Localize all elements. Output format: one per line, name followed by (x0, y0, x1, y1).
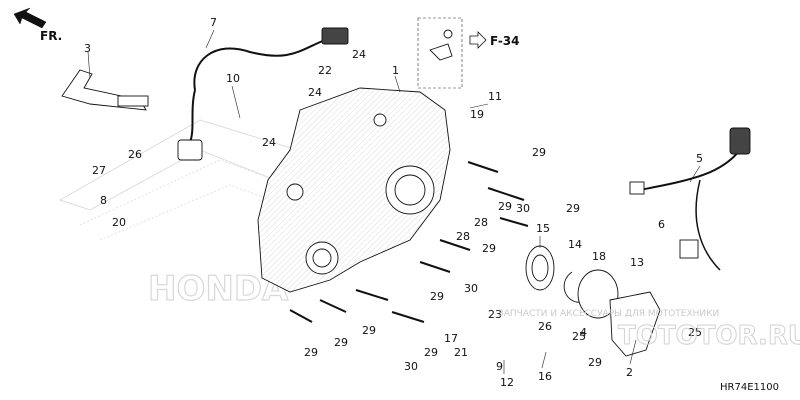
callout-2: 2 (626, 366, 633, 379)
callout-24c: 24 (262, 136, 276, 149)
callout-24a: 24 (352, 48, 366, 61)
reference-f34: F-34 (417, 17, 520, 89)
callout-4: 4 (580, 326, 587, 339)
callout-30b: 30 (464, 282, 478, 295)
sensor-harness-7 (177, 27, 349, 161)
bearing (525, 245, 555, 291)
callout-29a: 29 (532, 146, 546, 159)
callout-30a: 30 (516, 202, 530, 215)
callout-labels: 1 2 3 4 5 6 7 8 9 10 11 12 13 14 15 16 1… (84, 16, 703, 389)
connector-icon (321, 27, 349, 45)
front-arrow-icon (13, 7, 47, 29)
cover-plate (609, 291, 661, 357)
callout-8: 8 (100, 194, 107, 207)
callout-20: 20 (112, 216, 126, 229)
reference-box (417, 17, 463, 89)
bolt-set (289, 161, 529, 323)
watermark-caption: ЗАПЧАСТИ И АКСЕССУАРЫ ДЛЯ МОТОТЕХНИКИ (498, 309, 719, 319)
callout-29i: 29 (424, 346, 438, 359)
callout-1: 1 (392, 64, 399, 77)
callout-29j: 29 (588, 356, 602, 369)
callout-11: 11 (488, 90, 502, 103)
callout-30c: 30 (404, 360, 418, 373)
callout-12: 12 (500, 376, 514, 389)
callout-23: 23 (488, 308, 502, 321)
callout-9: 9 (496, 360, 503, 373)
callout-14: 14 (568, 238, 582, 251)
callout-29g: 29 (334, 336, 348, 349)
bolt-head-icon (443, 29, 453, 39)
callout-3: 3 (84, 42, 91, 55)
callout-19: 19 (470, 108, 484, 121)
reference-label: F-34 (490, 34, 520, 48)
front-direction-indicator: FR. (13, 7, 62, 43)
o-ring (577, 269, 619, 319)
callout-13: 13 (630, 256, 644, 269)
callout-24b: 24 (308, 86, 322, 99)
speed-sensor-icon (177, 139, 203, 161)
callout-7: 7 (210, 16, 217, 29)
callout-27: 27 (92, 164, 106, 177)
callout-22: 22 (318, 64, 332, 77)
callout-29b: 29 (566, 202, 580, 215)
callout-15: 15 (536, 222, 550, 235)
watermark-site: TOTOTOR.RU (618, 321, 800, 351)
callout-21: 21 (454, 346, 468, 359)
callout-29d: 29 (482, 242, 496, 255)
bracket-icon (429, 43, 453, 61)
callout-18: 18 (592, 250, 606, 263)
callout-16: 16 (538, 370, 552, 383)
front-label: FR. (40, 29, 62, 43)
callout-25a: 25 (572, 330, 586, 343)
callout-5: 5 (696, 152, 703, 165)
callout-29e: 29 (430, 290, 444, 303)
leader-lines (205, 29, 701, 374)
connector-icon (729, 127, 751, 155)
callout-6: 6 (658, 218, 665, 231)
callout-28a: 28 (474, 216, 488, 229)
callout-10: 10 (226, 72, 240, 85)
callout-28b: 28 (456, 230, 470, 243)
callout-25b: 25 (688, 326, 702, 339)
reference-arrow-icon (469, 31, 487, 49)
callout-29f: 29 (362, 324, 376, 337)
callout-26a: 26 (128, 148, 142, 161)
shift-spindle (61, 51, 149, 111)
callout-29h: 29 (304, 346, 318, 359)
diagram-code: HR74E1100 (720, 382, 779, 393)
case-cover-assembly (257, 87, 451, 293)
callout-26b: 26 (538, 320, 552, 333)
sensor-harness-5 (629, 127, 751, 271)
callout-29c: 29 (498, 200, 512, 213)
callout-17: 17 (444, 332, 458, 345)
